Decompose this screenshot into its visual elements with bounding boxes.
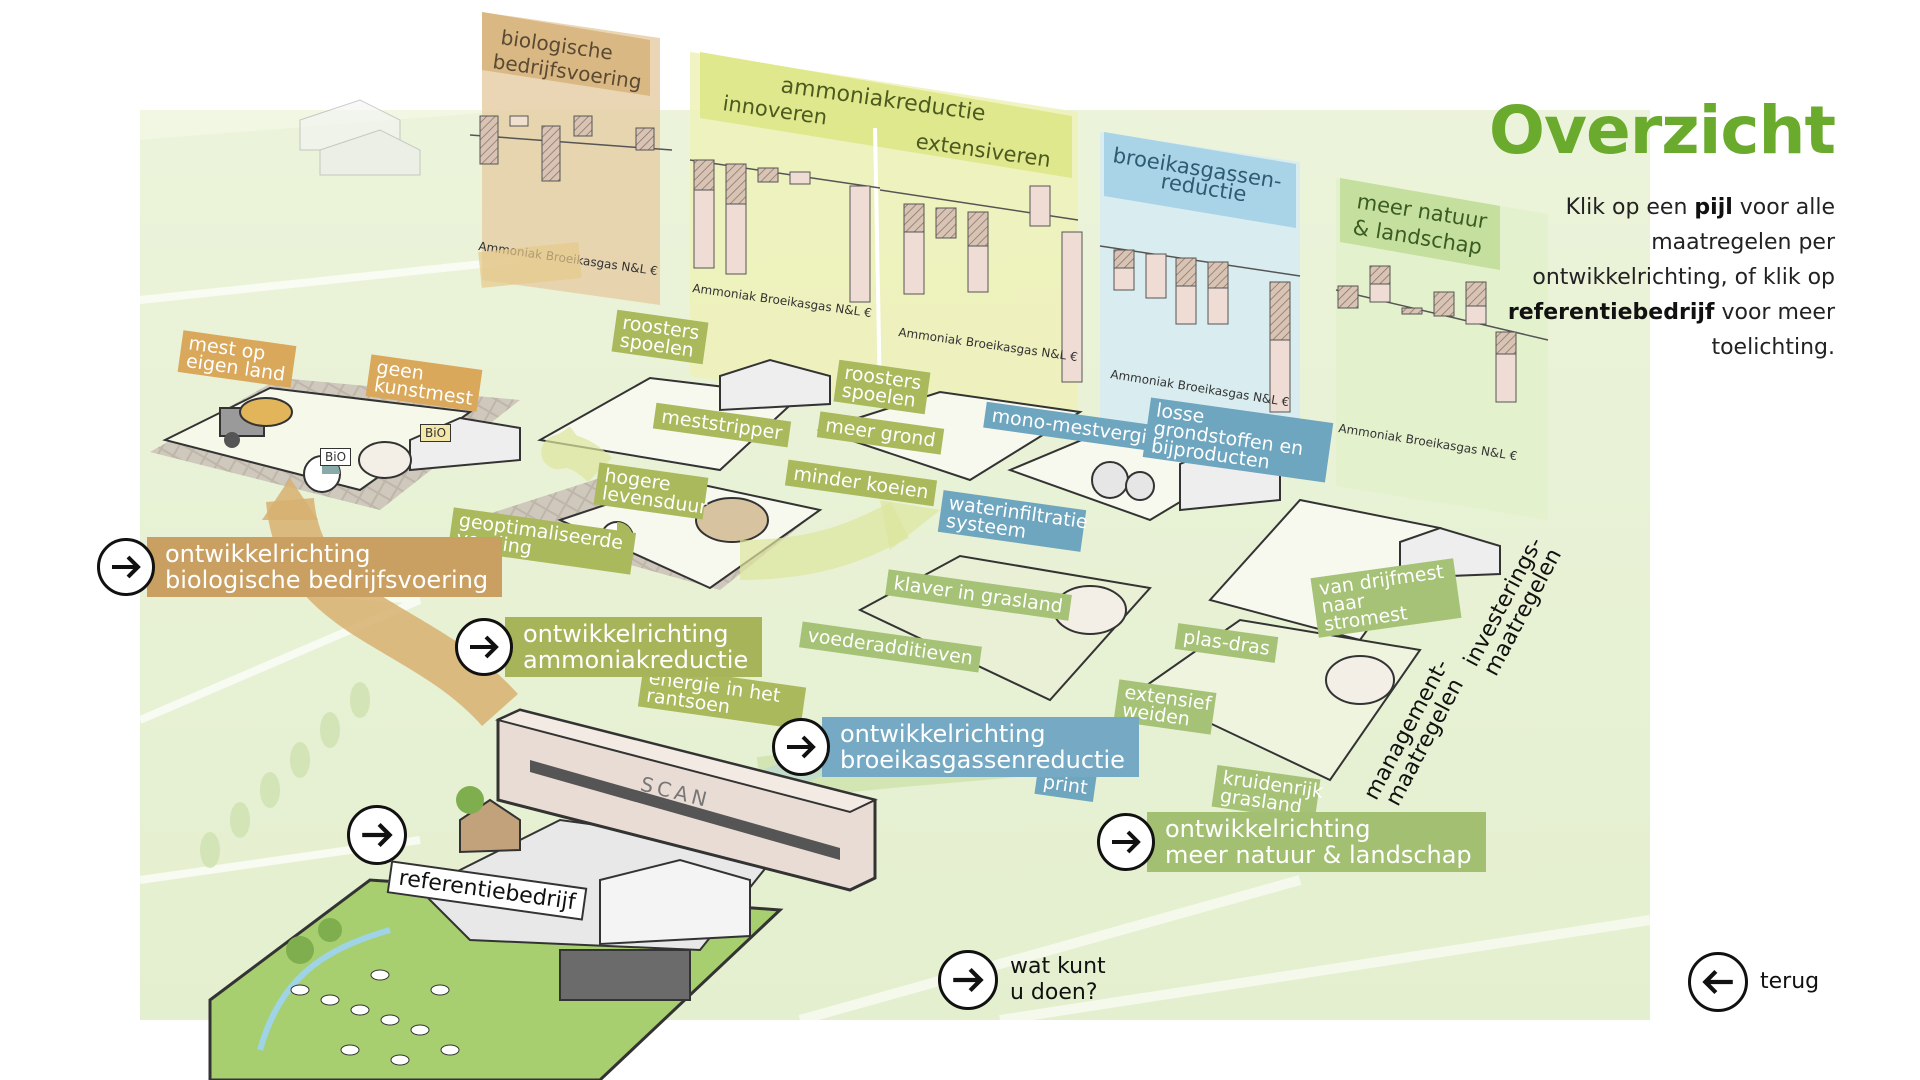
wat-kunt-line2: u doen?	[1010, 980, 1098, 1005]
tree-row	[200, 682, 370, 868]
bio-badge: BiO	[420, 424, 452, 442]
direction-button-broeikas[interactable]: ontwikkelrichting broeikasgassenreductie	[772, 717, 1139, 777]
direction-subtitle: ammoniakreductie	[523, 646, 749, 674]
direction-title: ontwikkelrichting	[523, 620, 729, 648]
direction-button-natuur[interactable]: ontwikkelrichting meer natuur & landscha…	[1097, 812, 1486, 872]
direction-label-ammoniak[interactable]: ontwikkelrichting ammoniakreductie	[505, 617, 763, 677]
direction-subtitle: broeikasgassenreductie	[840, 746, 1125, 774]
back-button[interactable]: terug	[1688, 952, 1819, 1012]
cows	[358, 441, 1395, 705]
wat-kunt-u-doen-button[interactable]: wat kunt u doen?	[938, 950, 1106, 1010]
back-label[interactable]: terug	[1760, 969, 1820, 994]
direction-label-biologisch[interactable]: ontwikkelrichting biologische bedrijfsvo…	[147, 537, 503, 597]
instructions-pijl: pijl	[1694, 195, 1733, 220]
arrow-right-icon[interactable]	[1097, 813, 1155, 871]
direction-label-broeikas[interactable]: ontwikkelrichting broeikasgassenreductie	[822, 717, 1139, 777]
panel-broeikasgassen: broeikasgassen- reductie Ammoniak Broeik…	[1099, 132, 1301, 452]
instructions-part3: voor meer toelichting.	[1711, 300, 1835, 360]
arrow-left-icon[interactable]	[1688, 952, 1748, 1012]
referentiebedrijf-button[interactable]	[347, 805, 407, 865]
instructions-part2: voor alle maatregelen per ontwikkelricht…	[1532, 195, 1835, 290]
bio-badge: BiO	[320, 448, 352, 466]
reference-farm	[208, 786, 784, 1080]
page-title: Overzicht	[1488, 92, 1836, 169]
direction-subtitle: biologische bedrijfsvoering	[165, 566, 489, 594]
arrow-right-icon[interactable]	[455, 618, 513, 676]
direction-title: ontwikkelrichting	[165, 540, 371, 568]
arrow-right-icon[interactable]	[347, 805, 407, 865]
distant-barn	[299, 99, 421, 176]
arrow-right-icon[interactable]	[938, 950, 998, 1010]
instructions-part1: Klik op een	[1565, 195, 1695, 220]
direction-title: ontwikkelrichting	[840, 720, 1046, 748]
direction-button-ammoniak[interactable]: ontwikkelrichting ammoniakreductie	[455, 617, 763, 677]
tractor-icon	[219, 397, 293, 448]
direction-button-biologisch[interactable]: ontwikkelrichting biologische bedrijfsvo…	[97, 537, 503, 597]
direction-label-natuur[interactable]: ontwikkelrichting meer natuur & landscha…	[1147, 812, 1486, 872]
wat-kunt-line1: wat kunt	[1010, 954, 1106, 979]
arrow-right-icon[interactable]	[772, 718, 830, 776]
direction-subtitle: meer natuur & landschap	[1165, 841, 1472, 869]
instructions-referentiebedrijf: referentiebedrijf	[1507, 300, 1715, 325]
arrow-right-icon[interactable]	[97, 538, 155, 596]
scan-device	[495, 708, 878, 892]
instructions-text: Klik op een pijl voor alle maatregelen p…	[1500, 190, 1835, 365]
wat-kunt-u-doen-label[interactable]: wat kunt u doen?	[1010, 954, 1106, 1006]
direction-title: ontwikkelrichting	[1165, 815, 1371, 843]
